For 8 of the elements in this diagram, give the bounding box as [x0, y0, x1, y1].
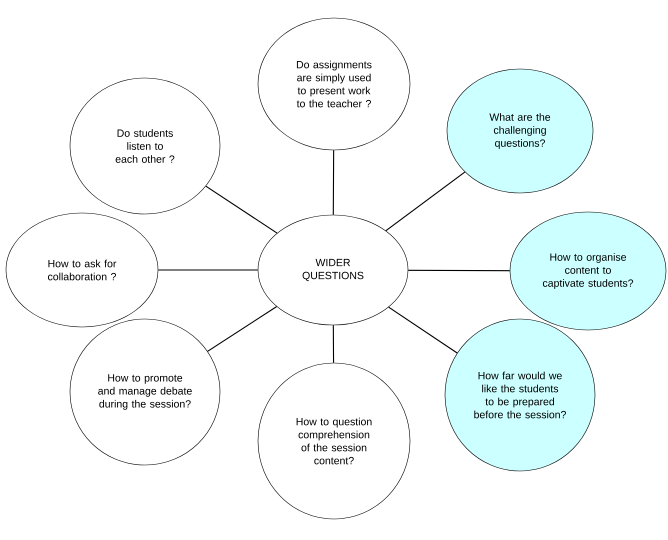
connector-line — [158, 269, 258, 271]
connector-line — [332, 150, 334, 215]
connector-line — [408, 270, 510, 272]
connector-line — [386, 172, 466, 232]
connector-line — [332, 325, 334, 363]
connector-line — [206, 186, 278, 234]
connector-line — [207, 306, 277, 352]
connector-line — [388, 306, 458, 354]
